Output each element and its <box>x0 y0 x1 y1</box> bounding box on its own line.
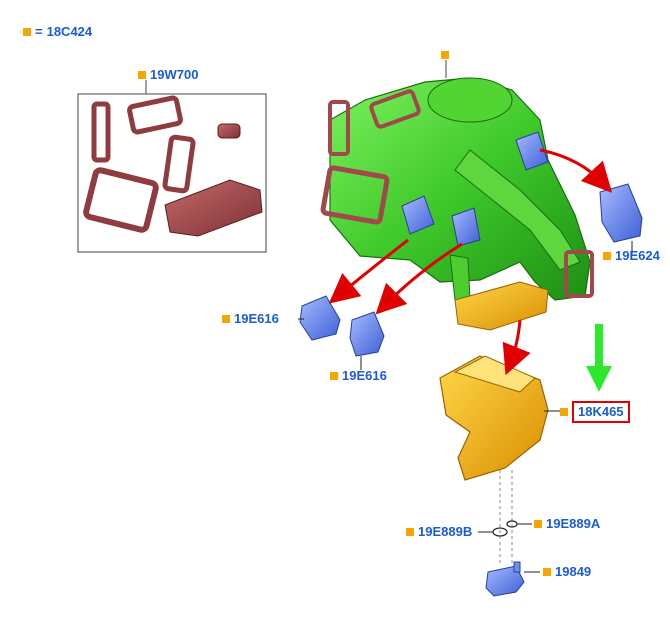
label-19w700[interactable]: 19W700 <box>138 67 198 83</box>
kit-frame <box>77 93 267 253</box>
mounted-actuators <box>401 131 549 247</box>
label-19849[interactable]: 19849 <box>543 564 591 580</box>
housing-seal-top <box>369 89 421 129</box>
label-19e624[interactable]: 19E624 <box>603 248 660 264</box>
housing-duct <box>454 149 581 271</box>
housing-seal-front <box>320 165 390 225</box>
square-marker-icon <box>441 51 449 59</box>
green-arrow-icon <box>586 324 612 392</box>
actuator-19e624-part <box>599 183 643 243</box>
label-text: 19W700 <box>150 67 199 82</box>
label-19e889a[interactable]: 19E889A <box>534 516 600 532</box>
housing-blower <box>427 77 513 123</box>
housing-seal-outlet <box>564 250 594 298</box>
label-text: 19E889A <box>546 516 601 531</box>
red-arrows <box>328 148 613 376</box>
seal-parts <box>83 95 263 237</box>
red-arrow-icon <box>539 148 613 193</box>
actuator-19e616b-part <box>349 311 385 357</box>
orange-mounted-piece <box>454 281 549 331</box>
seal-plug-body <box>217 123 241 139</box>
square-marker-icon <box>560 408 568 416</box>
label-text: 19E624 <box>615 248 660 263</box>
label-text-highlighted: 18K465 <box>572 401 630 423</box>
lower-housing <box>439 281 562 481</box>
square-marker-icon <box>534 520 542 528</box>
red-arrow-icon <box>502 319 531 376</box>
square-marker-icon <box>603 252 611 260</box>
square-marker-icon <box>23 28 31 36</box>
label-text: 19E616 <box>342 368 387 383</box>
label-19e616-left[interactable]: 19E616 <box>222 311 279 327</box>
seal-middle <box>162 134 196 194</box>
seal-large <box>83 167 159 233</box>
actuator-19e616a-part <box>299 295 341 341</box>
red-arrow-icon <box>328 238 409 304</box>
seal-top <box>127 95 183 135</box>
lower-housing-top <box>453 355 536 393</box>
square-marker-icon <box>406 528 414 536</box>
legend-equals: = <box>35 24 43 39</box>
mounted-actuator-right <box>515 131 549 171</box>
seal-tall-left <box>91 101 111 163</box>
label-19e616-bottom[interactable]: 19E616 <box>330 368 387 384</box>
hvac-main-housing <box>320 60 594 301</box>
gaskets-and-sensor <box>478 470 540 597</box>
mounted-actuator-left <box>401 195 435 235</box>
label-18k465[interactable]: 18K465 <box>560 401 630 423</box>
label-text: 19E889B <box>418 524 473 539</box>
seal-plate <box>164 179 263 237</box>
legend: = 18C424 <box>23 24 92 40</box>
label-text: 19E616 <box>234 311 279 326</box>
legend-code: 18C424 <box>46 24 93 39</box>
square-marker-icon <box>222 315 230 323</box>
housing-seal-left <box>328 100 350 156</box>
mounted-actuator-mid <box>451 207 481 247</box>
housing-pipe <box>449 254 471 301</box>
square-marker-icon <box>138 71 146 79</box>
square-marker-icon <box>543 568 551 576</box>
seal-kit-box <box>77 80 267 253</box>
square-marker-icon <box>330 372 338 380</box>
loose-actuators <box>298 183 643 370</box>
label-19e889b[interactable]: 19E889B <box>406 524 472 540</box>
label-text: 19849 <box>555 564 592 579</box>
red-arrow-icon <box>375 242 463 315</box>
